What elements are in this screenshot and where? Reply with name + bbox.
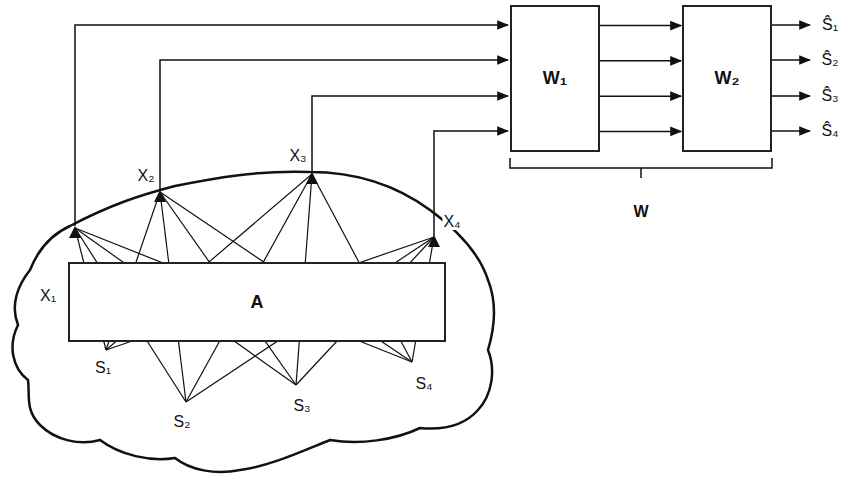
estimate-label: Ŝ₄ [820, 123, 839, 139]
source-label: S₁ [94, 360, 112, 376]
brain-outline [13, 172, 495, 472]
sensor-label: X₃ [288, 148, 307, 164]
sensor-label: X₄ [442, 214, 461, 230]
box-label: W₂ [715, 68, 740, 89]
source-label: S₄ [414, 376, 433, 392]
box-label: W₁ [543, 68, 567, 89]
output-arrows [772, 25, 810, 131]
source-label: S₃ [292, 398, 311, 414]
box-label: A [251, 292, 264, 313]
sensor-arrowhead [69, 226, 81, 238]
estimate-label: Ŝ₃ [820, 88, 839, 104]
sensor-wires [75, 25, 508, 236]
sensor-label: X₂ [137, 168, 156, 184]
signal-arrow [600, 131, 681, 133]
w-bracket [510, 158, 772, 178]
sensor-arrowhead [306, 172, 318, 184]
mixing-matrix-box: A [68, 262, 446, 342]
sensor-arrowhead [154, 190, 166, 202]
unmixing-box: W₁ [510, 5, 600, 152]
sensor-arrowheads [69, 172, 440, 247]
estimate-label: Ŝ₁ [821, 17, 839, 33]
unmixing-box: W₂ [682, 5, 772, 152]
sensor-arrowhead [428, 235, 440, 247]
signal-arrow [600, 25, 681, 27]
estimate-label: Ŝ₂ [821, 52, 840, 68]
bracket-label: W [632, 204, 649, 220]
sensor-label: X₁ [39, 288, 57, 304]
source-label: S₂ [173, 414, 192, 430]
signal-arrow [600, 95, 681, 97]
signal-arrow [600, 60, 681, 62]
